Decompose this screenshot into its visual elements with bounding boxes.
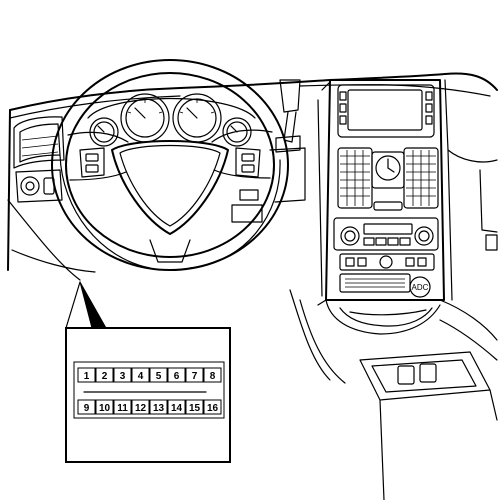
pin-label: 3 (120, 371, 126, 382)
pin-label: 11 (117, 403, 128, 414)
hazard-switch (373, 201, 403, 211)
pin-label: 8 (210, 371, 216, 382)
pin-cell (95, 367, 114, 383)
center-stack: ADC (317, 79, 445, 306)
steering-wheel (51, 59, 289, 271)
pin-cell (149, 399, 168, 415)
adc-button-label: ADC (412, 283, 429, 292)
instrument-cluster (87, 93, 256, 147)
pin-label: 4 (138, 371, 144, 382)
pin-label: 5 (156, 371, 162, 382)
pin-label: 9 (84, 403, 90, 414)
pin-cell (95, 399, 114, 415)
callout-pointer (79, 281, 107, 329)
audio-controls (339, 253, 435, 271)
fuel-gauge (89, 117, 119, 147)
radio-display (337, 84, 435, 138)
dashboard-outline (7, 72, 498, 384)
pin-cell (77, 367, 96, 383)
pin-label: 2 (102, 371, 108, 382)
lower-control-panel: ADC (339, 273, 431, 298)
pin-cell (185, 367, 204, 383)
pin-cell (167, 399, 186, 415)
pin-label: 14 (171, 403, 183, 414)
pin-label: 12 (135, 403, 147, 414)
pin-label: 10 (99, 403, 111, 414)
pin-cell (77, 399, 96, 415)
connector-body (73, 361, 225, 419)
pin-cell (203, 399, 222, 415)
center-vent-right (403, 147, 439, 209)
tachometer (120, 93, 170, 143)
pin-cell (131, 367, 150, 383)
temperature-gauge (222, 117, 252, 147)
pin-cell (113, 367, 132, 383)
pin-cell (131, 399, 150, 415)
pin-label: 7 (192, 371, 198, 382)
pin-cell (167, 367, 186, 383)
gear-shifter (275, 79, 301, 153)
lower-console (325, 299, 498, 500)
inset-frame (65, 327, 231, 463)
speedometer (172, 93, 222, 143)
pin-label: 15 (189, 403, 201, 414)
pin-cell (113, 399, 132, 415)
headlamp-switch (15, 169, 63, 203)
left-air-vent (13, 116, 65, 169)
pin-cell (185, 399, 204, 415)
pin-label: 1 (84, 371, 90, 382)
pin-label: 16 (207, 403, 219, 414)
pin-cell (203, 367, 222, 383)
adc-button (409, 276, 431, 298)
analog-clock (371, 151, 405, 189)
dash-trim-right (231, 147, 306, 223)
climate-controls (333, 217, 439, 251)
pin-cell (149, 367, 168, 383)
pin-label: 6 (174, 371, 180, 382)
center-vent-left (337, 147, 373, 209)
pin-label: 13 (153, 403, 165, 414)
